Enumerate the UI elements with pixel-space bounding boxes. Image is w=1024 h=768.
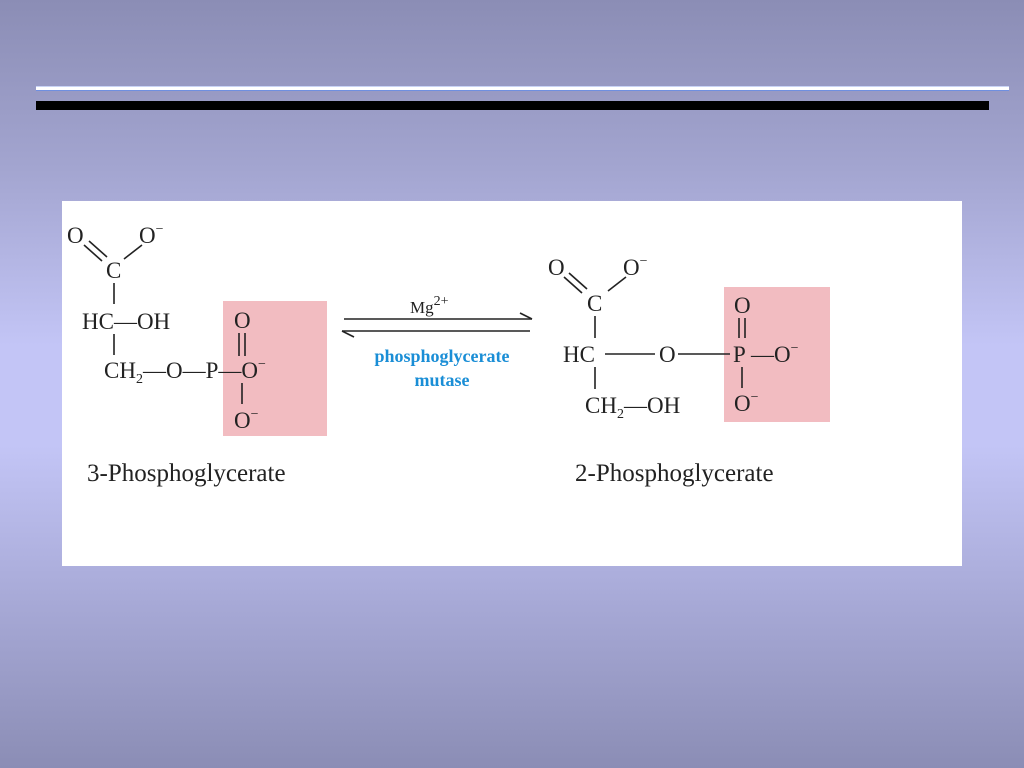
enzyme-name-line2: mutase <box>415 370 470 390</box>
title-rule-thick <box>36 101 989 110</box>
product-ch2-oh: CH2—OH <box>585 393 680 422</box>
product-carboxyl-carbon: C <box>587 291 602 316</box>
product-phosphate-right-oxygen: —O− <box>750 341 799 367</box>
reaction-diagram: O O− C HC—OH CH2—O—P—O− O O− Mg2+ phosph… <box>67 222 830 487</box>
product-structure: O O− C HC O P —O− O O− CH2—OH <box>548 254 799 422</box>
product-phosphorus: P <box>733 342 746 367</box>
enzyme-name-line1: phosphoglycerate <box>375 346 510 366</box>
product-carbonyl-oxygen: O <box>548 255 565 280</box>
reactant-phosphoryl-oxygen: O <box>234 308 251 333</box>
reactant-carboxyl-carbon: C <box>106 258 121 283</box>
reverse-arrow-head <box>341 330 355 338</box>
title-rule-thin <box>36 86 1009 91</box>
product-single-bond <box>607 276 627 292</box>
product-double-bond-a <box>563 276 583 294</box>
reaction-panel: O O− C HC—OH CH2—O—P—O− O O− Mg2+ phosph… <box>62 201 962 566</box>
reactant-double-bond-b <box>88 240 108 258</box>
product-phosphate-highlight <box>724 287 830 422</box>
reactant-ch2-ester: CH2—O—P—O− <box>104 357 266 387</box>
reactant-name: 3-Phosphoglycerate <box>87 460 286 487</box>
product-phosphoryl-oxygen: O <box>734 293 751 318</box>
reactant-carboxylate-oxygen: O− <box>139 222 164 248</box>
reactant-phosphate-highlight <box>223 301 327 436</box>
product-name: 2-Phosphoglycerate <box>575 460 774 487</box>
reactant-single-bond <box>123 244 143 260</box>
reactant-phosphate-oxygen: O− <box>234 407 259 433</box>
forward-arrow-head <box>519 312 533 320</box>
reactant-structure: O O− C HC—OH CH2—O—P—O− O O− <box>67 222 266 433</box>
product-hc: HC <box>563 342 595 367</box>
product-carboxylate-oxygen: O− <box>623 254 648 280</box>
reactant-double-bond-a <box>83 244 103 262</box>
reactant-carbonyl-oxygen: O <box>67 223 84 248</box>
reaction-arrows: Mg2+ phosphoglycerate mutase <box>341 294 533 390</box>
product-bridge-oxygen: O <box>659 342 676 367</box>
product-double-bond-b <box>568 272 588 290</box>
reactant-hc-oh: HC—OH <box>82 309 170 334</box>
cofactor-label: Mg2+ <box>410 294 449 317</box>
product-phosphate-oxygen: O− <box>734 390 759 416</box>
